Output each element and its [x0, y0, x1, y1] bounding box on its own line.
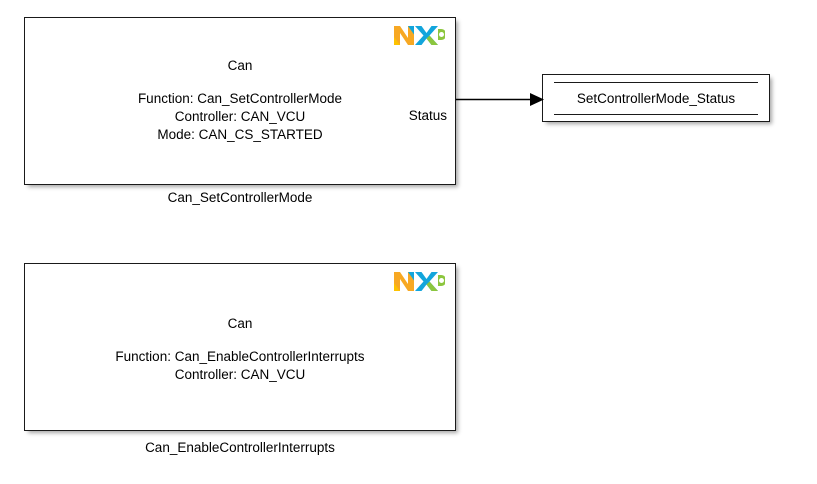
- display-rule-bottom: [554, 113, 758, 115]
- nxp-logo-icon: [393, 270, 447, 292]
- subsystem-block-can-enablecontrollerinterrupts[interactable]: Can Function: Can_EnableControllerInterr…: [24, 263, 456, 431]
- block-caption-can-setcontrollermode: Can_SetControllerMode: [167, 190, 313, 205]
- subsystem-block-can-setcontrollermode[interactable]: Can Function: Can_SetControllerMode Cont…: [24, 17, 456, 185]
- display-block-setcontrollermode-status[interactable]: SetControllerMode_Status: [542, 74, 770, 122]
- block-parameter-line: Function: Can_SetControllerMode: [137, 91, 343, 106]
- block-parameters: Function: Can_SetControllerMode Controll…: [25, 90, 455, 144]
- block-parameter-line: Controller: CAN_VCU: [174, 367, 306, 382]
- block-parameter-line: Mode: CAN_CS_STARTED: [157, 127, 323, 142]
- display-rule-top: [554, 81, 758, 83]
- nxp-logo-icon: [393, 24, 447, 46]
- block-parameters: Function: Can_EnableControllerInterrupts…: [25, 348, 455, 384]
- block-caption-can-enablecontrollerinterrupts: Can_EnableControllerInterrupts: [145, 440, 335, 455]
- block-title: Can: [227, 316, 253, 331]
- block-parameter-line: Controller: CAN_VCU: [174, 109, 306, 124]
- output-port-label-status: Status: [408, 108, 447, 123]
- display-block-label: SetControllerMode_Status: [576, 90, 736, 106]
- block-parameter-line: Function: Can_EnableControllerInterrupts: [115, 349, 365, 364]
- block-title: Can: [227, 58, 253, 73]
